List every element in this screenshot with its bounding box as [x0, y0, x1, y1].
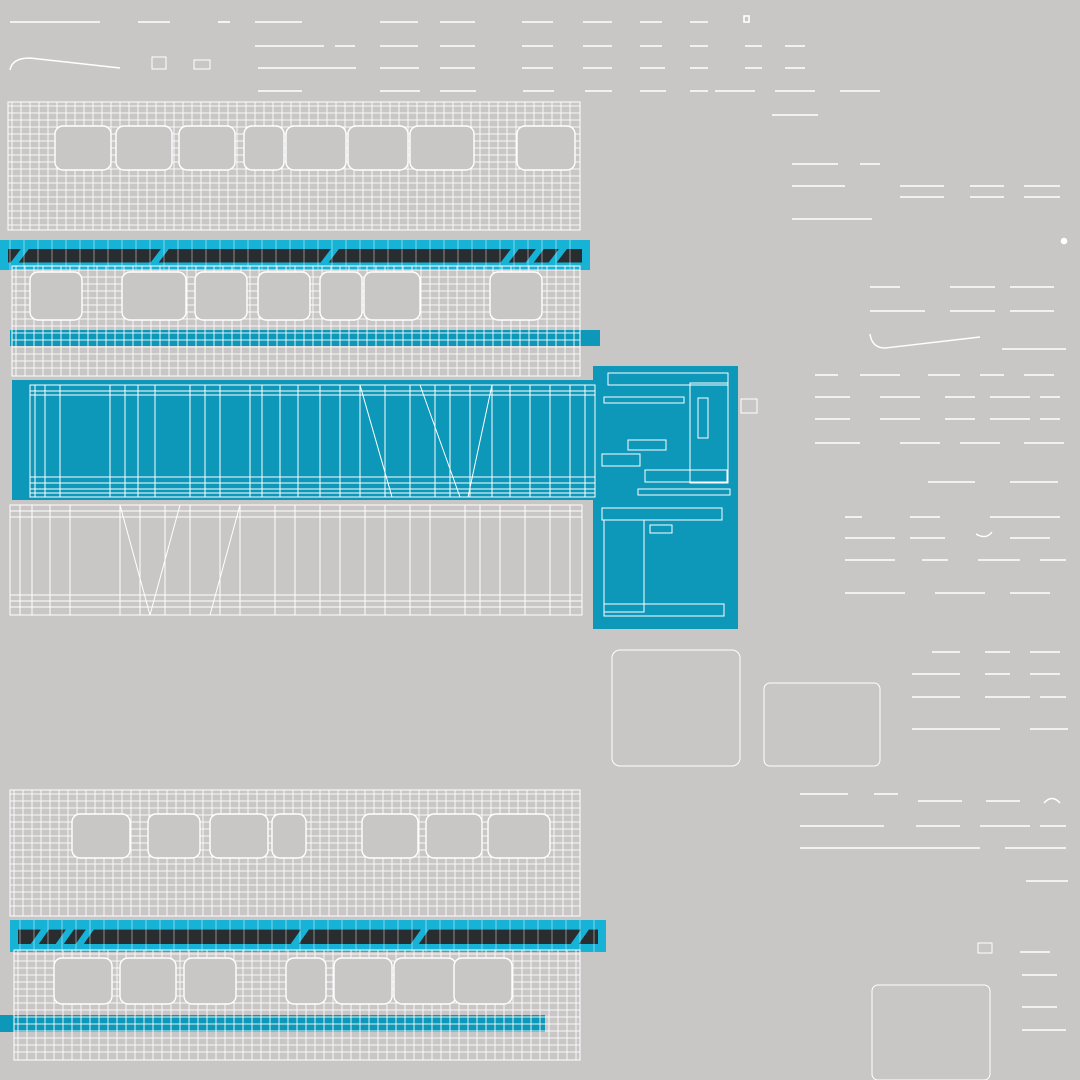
roof-diagonal: [359, 384, 393, 498]
curved-strip: [1043, 797, 1061, 804]
lower-side-panel-window: [425, 813, 483, 859]
end-cap-piece: [601, 453, 641, 467]
upper-stripe-hatch: [525, 247, 545, 264]
lower-stripe-hatch: [55, 928, 75, 945]
second-side-panel-outline: [11, 265, 581, 377]
lower-stripe-hatch: [290, 928, 310, 945]
second-panel-blue-band: [10, 330, 600, 346]
lower-side-panel-window: [209, 813, 269, 859]
upper-side-panel-window: [409, 125, 475, 171]
curved-strip: [9, 57, 121, 71]
roof-diagonal: [467, 384, 493, 498]
upper-side-panel-window: [54, 125, 112, 171]
upper-side-panel-window: [347, 125, 409, 171]
curved-strip: [975, 531, 993, 538]
lower-second-panel: [13, 949, 581, 1061]
front-face-outline-bottom: [871, 984, 991, 1080]
lower-second-panel-window: [393, 957, 457, 1005]
detail-dot: [743, 15, 750, 23]
second-side-panel: [11, 265, 581, 377]
second-side-panel-window: [121, 271, 187, 321]
small-square-piece: [193, 59, 211, 70]
lower-side-panel-window: [71, 813, 131, 859]
lower-side-panel-outline: [9, 789, 581, 917]
lower-stripe-dark: [18, 929, 598, 944]
lower-second-panel-window: [53, 957, 113, 1005]
grey-roof-diagonal: [119, 504, 151, 616]
end-cap-piece: [603, 396, 685, 404]
lower-side-panel-window: [361, 813, 419, 859]
upper-stripe-hatch: [548, 247, 568, 264]
lower-stripe-hatch: [410, 928, 430, 945]
lower-side-panel-window: [147, 813, 201, 859]
roof-panel-blue-grid: [29, 384, 596, 498]
end-cap-piece: [689, 382, 729, 484]
roof-panel-blue-fill: [12, 380, 596, 500]
lower-side-panel-window: [487, 813, 551, 859]
upper-side-panel-window: [285, 125, 347, 171]
lower-second-panel-window: [119, 957, 177, 1005]
end-cap-blue-fill: [593, 366, 738, 629]
upper-stripe-hatch: [320, 247, 340, 264]
detail-strips-layer: [9, 15, 1068, 1031]
upper-stripe-dark: [8, 249, 582, 263]
upper-side-panel-window: [516, 125, 576, 171]
grey-roof-diagonal: [209, 504, 241, 616]
end-cap-piece: [603, 519, 645, 613]
end-cap-piece: [697, 397, 709, 439]
end-cap-piece: [601, 507, 723, 521]
second-side-panel-window: [363, 271, 421, 321]
front-face-outline: [611, 649, 741, 767]
lower-stripe-hatch: [30, 928, 50, 945]
upper-side-panel-window: [243, 125, 285, 171]
lower-second-panel-window: [453, 957, 513, 1005]
upper-stripe-hatch: [500, 247, 520, 264]
roof-panel-blue-grid-outline: [29, 384, 596, 498]
upper-side-panel-window: [115, 125, 173, 171]
curved-strip: [869, 333, 981, 349]
lower-stripe: [10, 920, 606, 952]
front-face-outline: [763, 682, 881, 767]
end-cap-wire: [601, 372, 731, 617]
lower-side-panel-window: [271, 813, 307, 859]
upper-stripe-hatch: [150, 247, 170, 264]
detail-dot: [1060, 237, 1068, 245]
small-square-piece: [151, 56, 167, 70]
second-side-panel-window: [489, 271, 543, 321]
roof-diagonal: [419, 384, 461, 498]
end-cap-piece: [649, 524, 673, 534]
end-cap-piece: [603, 603, 725, 617]
small-square-piece: [740, 398, 758, 414]
second-side-panel-window: [257, 271, 311, 321]
lower-second-panel-window: [333, 957, 393, 1005]
second-side-panel-window: [29, 271, 83, 321]
upper-side-panel-outline: [7, 101, 581, 231]
roof-panel-grey-grid-outline: [9, 504, 583, 616]
end-cap-piece: [627, 439, 667, 451]
end-cap-piece: [644, 469, 728, 483]
lower-stripe-hatch: [75, 928, 95, 945]
lower-side-panel: [9, 789, 581, 917]
blue-fill-layer: [0, 240, 738, 1032]
lower-stripe-hatch: [570, 928, 590, 945]
second-side-panel-window: [194, 271, 248, 321]
upper-side-panel-window: [178, 125, 236, 171]
second-side-panel-window: [319, 271, 363, 321]
end-cap-piece: [607, 372, 729, 386]
upper-stripe-hatch: [10, 247, 30, 264]
lower-second-panel-window: [183, 957, 237, 1005]
lower-second-panel-window: [285, 957, 327, 1005]
grey-roof-diagonal: [149, 504, 181, 616]
upper-stripe: [0, 240, 590, 270]
upper-side-panel: [7, 101, 581, 231]
wireframe-layer: [7, 56, 993, 1080]
end-cap-piece: [637, 488, 731, 496]
small-square-piece: [977, 942, 993, 954]
